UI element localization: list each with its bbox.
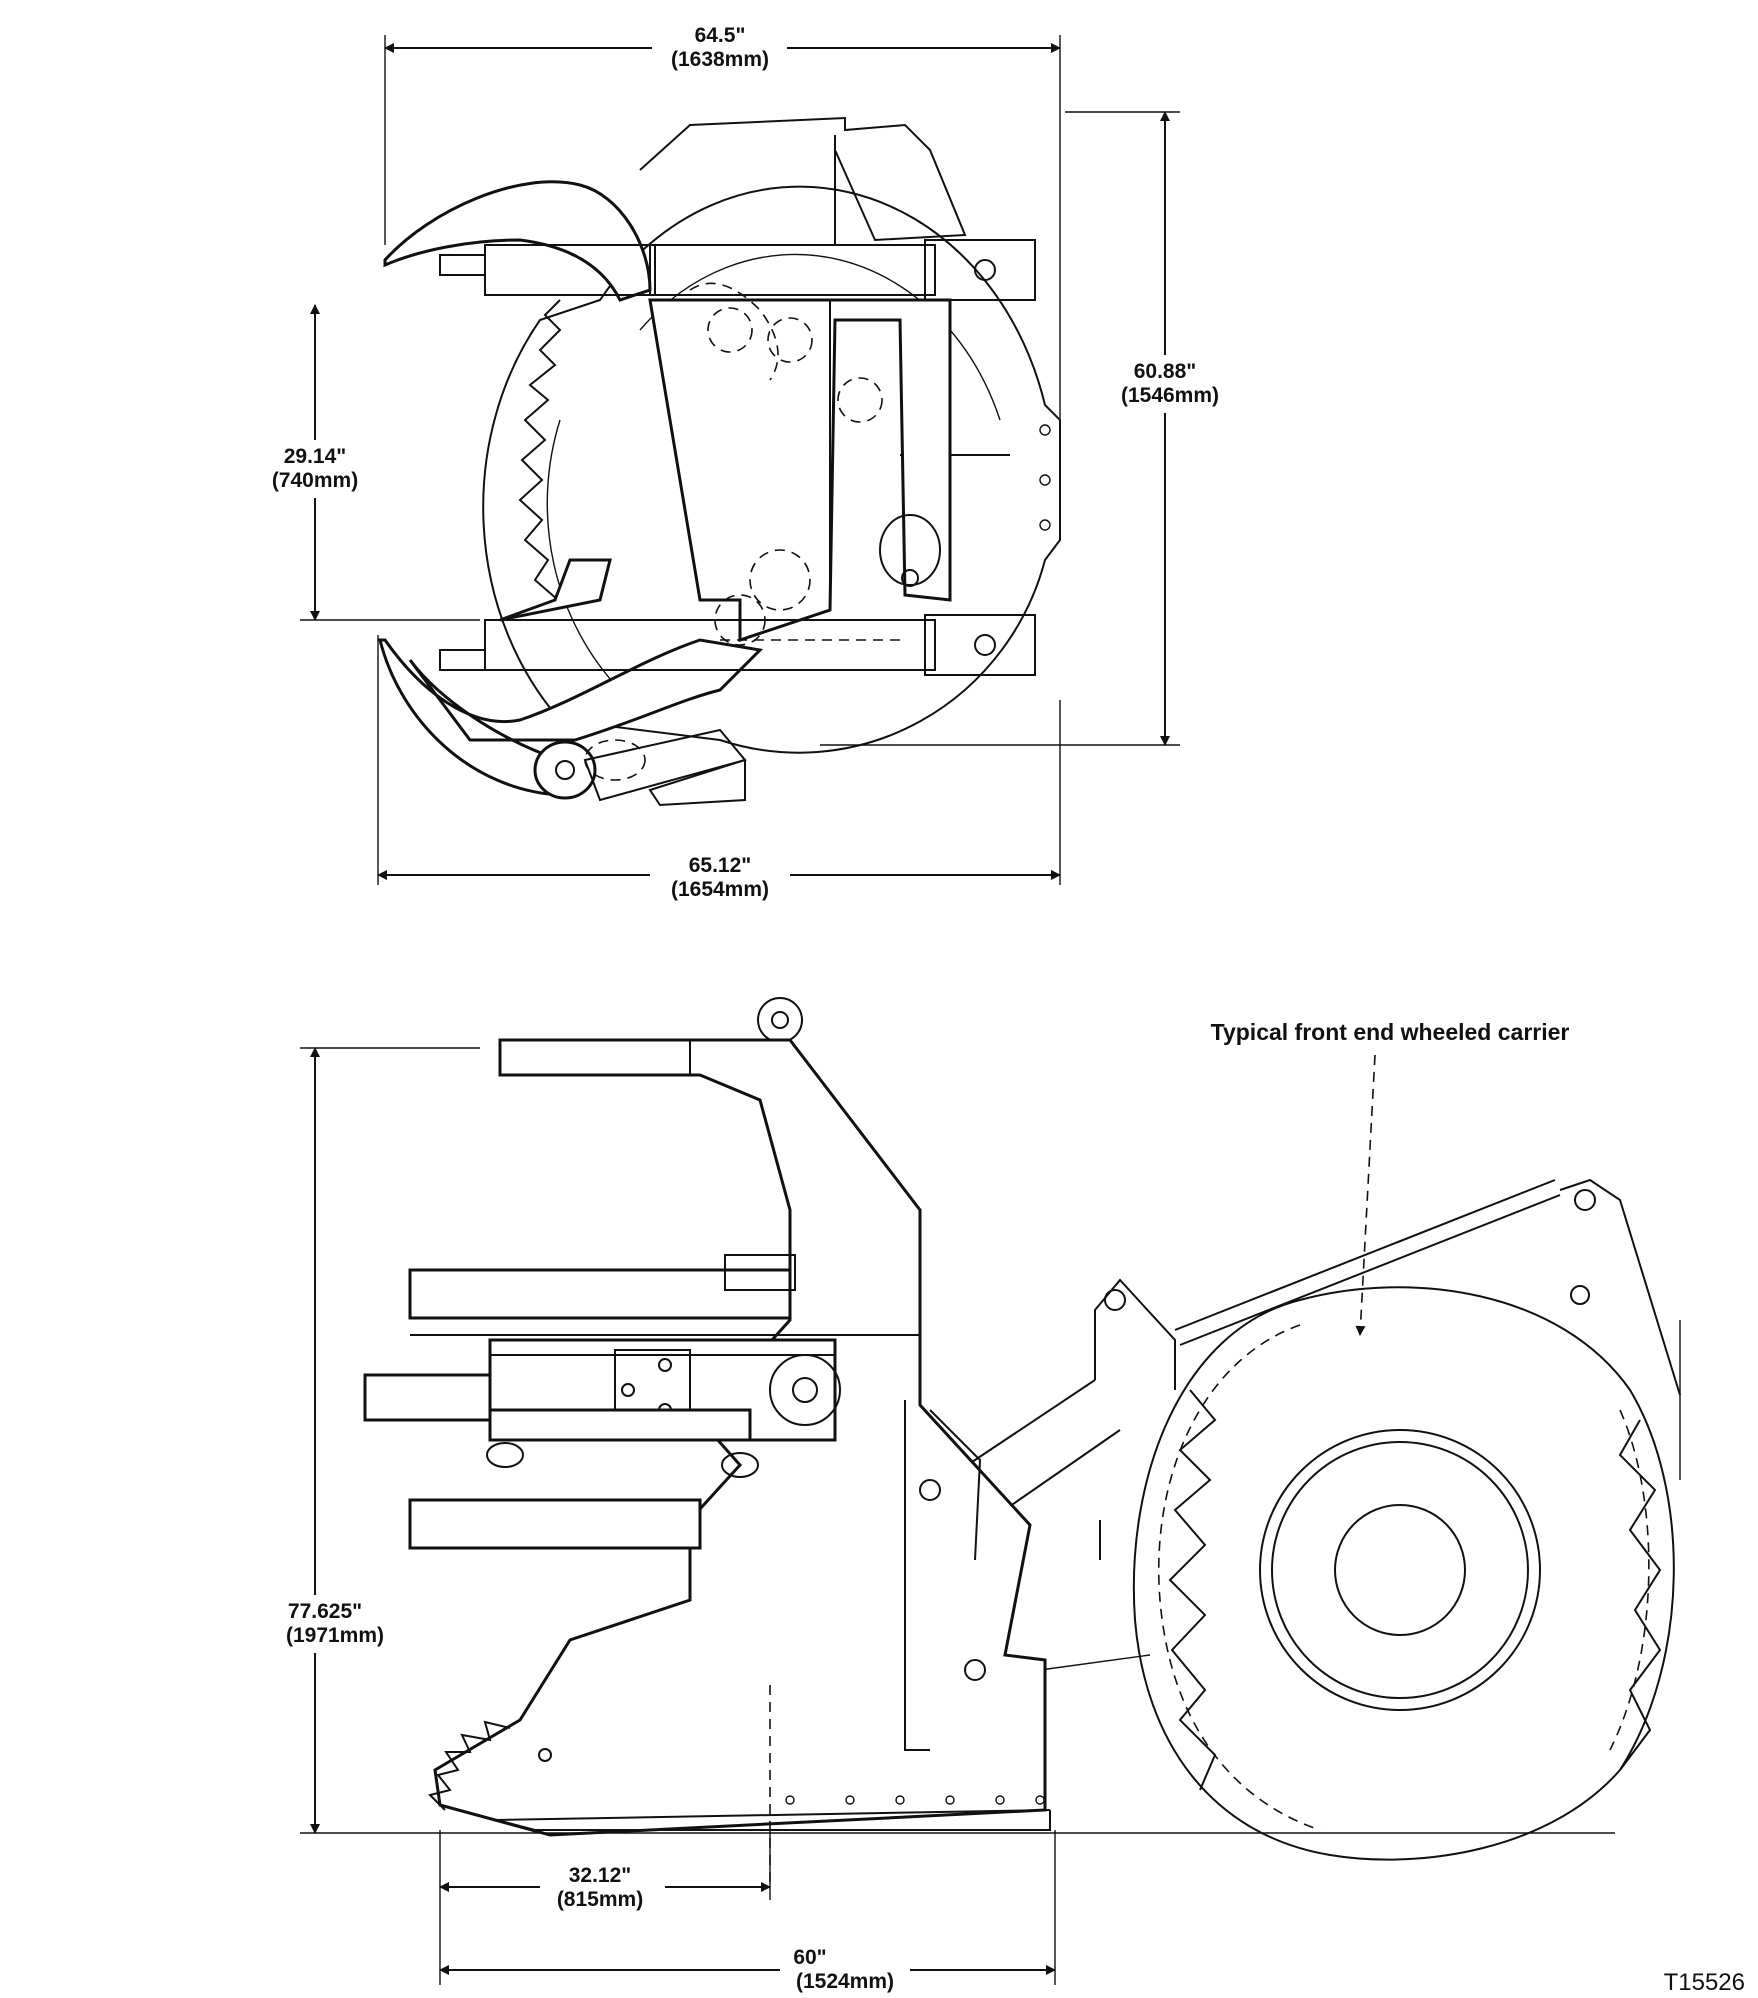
dimension-overall-length: 60" (1524mm)	[439, 1830, 1056, 1998]
opening-left-inch: 29.14"	[284, 445, 347, 468]
top-view: 64.5" (1638mm) 60.88" (1546mm) 29.14" (7…	[255, 20, 1235, 906]
overall-length-mm: (1524mm)	[796, 1970, 894, 1993]
reach-mm: (815mm)	[557, 1888, 643, 1911]
carrier-label: Typical front end wheeled carrier	[1211, 1019, 1570, 1045]
dimension-width-top: 64.5" (1638mm)	[384, 20, 1061, 420]
height-left-inch: 77.625"	[288, 1600, 362, 1623]
upper-grab-arm	[383, 180, 656, 302]
figure-id: T15526	[1664, 1969, 1745, 1996]
width-bottom-mm: (1654mm)	[671, 878, 769, 901]
height-right-mm: (1546mm)	[1121, 384, 1219, 407]
width-top-mm: (1638mm)	[671, 48, 769, 71]
dimension-height-right: 60.88" (1546mm)	[820, 111, 1235, 746]
height-right-inch: 60.88"	[1134, 360, 1197, 383]
side-view: Typical front end wheeled carrier	[255, 997, 1681, 1998]
width-top-inch: 64.5"	[695, 24, 746, 47]
opening-left-mm: (740mm)	[272, 469, 358, 492]
wheeled-carrier: Typical front end wheeled carrier	[959, 1019, 1681, 1861]
reach-inch: 32.12"	[569, 1864, 632, 1887]
upper-housing	[639, 116, 1036, 301]
central-body	[648, 282, 952, 646]
overall-length-inch: 60"	[793, 1946, 826, 1969]
height-left-mm: (1971mm)	[286, 1624, 384, 1647]
dimension-height-left: 77.625" (1971mm)	[255, 1047, 1615, 1834]
dimension-width-bottom: 65.12" (1654mm)	[377, 635, 1061, 906]
lower-grab-arm	[378, 558, 1036, 807]
dimension-opening-left: 29.14" (740mm)	[255, 304, 480, 621]
side-arms	[363, 1254, 841, 1550]
width-bottom-inch: 65.12"	[689, 854, 752, 877]
dimension-reach: 32.12" (815mm)	[439, 1830, 771, 1918]
